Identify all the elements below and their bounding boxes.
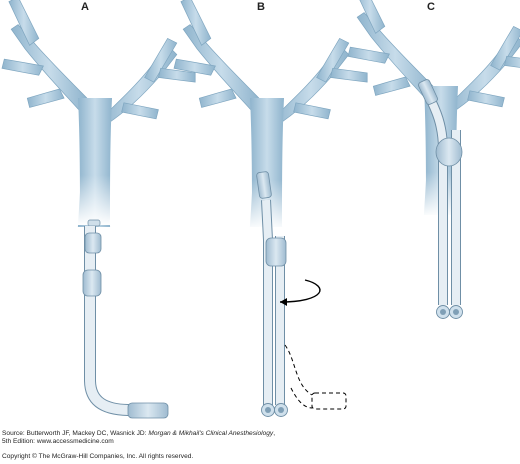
cuff-upper-a bbox=[84, 232, 102, 254]
panel-label-a: A bbox=[81, 1, 89, 13]
copyright-line: Copyright © The McGraw-Hill Companies, I… bbox=[2, 453, 194, 460]
panel-c-diagram bbox=[347, 0, 520, 319]
cuff-tip-c bbox=[418, 79, 438, 105]
tube-tip-a bbox=[87, 219, 101, 227]
panel-label-b: B bbox=[257, 1, 265, 13]
tube-outline-a bbox=[84, 226, 131, 416]
cuff-tracheal-c bbox=[435, 137, 463, 167]
cuff-tracheal-b bbox=[265, 237, 287, 267]
source-credit: Source: Butterworth JF, Mackey DC, Wasni… bbox=[2, 430, 275, 438]
cuff-lower-a bbox=[82, 269, 102, 297]
source-title: Morgan & Mikhail's Clinical Anesthesiolo… bbox=[148, 430, 274, 437]
panel-b-diagram bbox=[173, 0, 368, 417]
rotation-arrow-head bbox=[280, 298, 287, 306]
dashed-cuff-outline bbox=[311, 392, 347, 410]
cuff-bronchial-a bbox=[127, 402, 169, 419]
source-suffix: , bbox=[273, 430, 276, 437]
edition-line: 5th Edition: www.accessmedicine.com bbox=[2, 438, 114, 445]
tube-a bbox=[85, 226, 131, 415]
panel-label-c: C bbox=[427, 1, 435, 13]
rotation-arrow bbox=[279, 279, 321, 303]
dashed-tube-path bbox=[284, 344, 313, 396]
panel-a-diagram bbox=[1, 0, 196, 419]
source-prefix: Source: Butterworth JF, Mackey DC, Wasni… bbox=[2, 430, 149, 437]
cuff-tip-b bbox=[256, 171, 272, 199]
tube-b-left bbox=[262, 199, 272, 405]
